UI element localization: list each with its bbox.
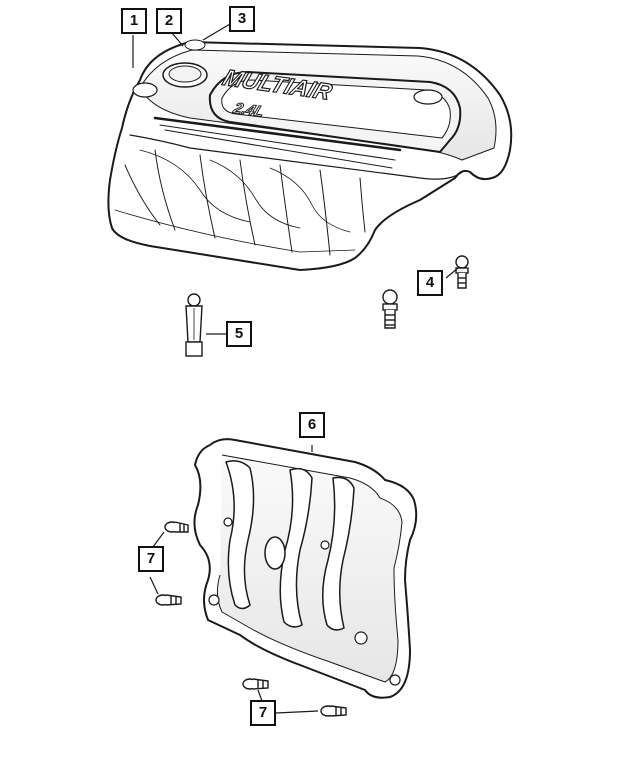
callout-3: 3 [229, 6, 255, 32]
callout-7-left: 7 [138, 546, 164, 572]
ball-stud-right [455, 255, 469, 289]
callout-6: 6 [299, 412, 325, 438]
leader-lines [132, 23, 459, 714]
engine-cover [107, 39, 513, 271]
cover-displacement-text: 2.4L [230, 100, 267, 120]
callout-2: 2 [156, 8, 182, 34]
bolt-lower-left [155, 594, 182, 606]
heat-shield [193, 438, 418, 699]
bolt-upper-left [164, 521, 189, 533]
callout-5: 5 [226, 321, 252, 347]
ball-stud-left [382, 289, 398, 329]
grommet-stud [185, 293, 203, 357]
bolt-bottom-left [242, 678, 269, 690]
callout-7-bottom: 7 [250, 700, 276, 726]
callout-4: 4 [417, 270, 443, 296]
bolt-bottom-right [320, 705, 347, 717]
callout-1: 1 [121, 8, 147, 34]
